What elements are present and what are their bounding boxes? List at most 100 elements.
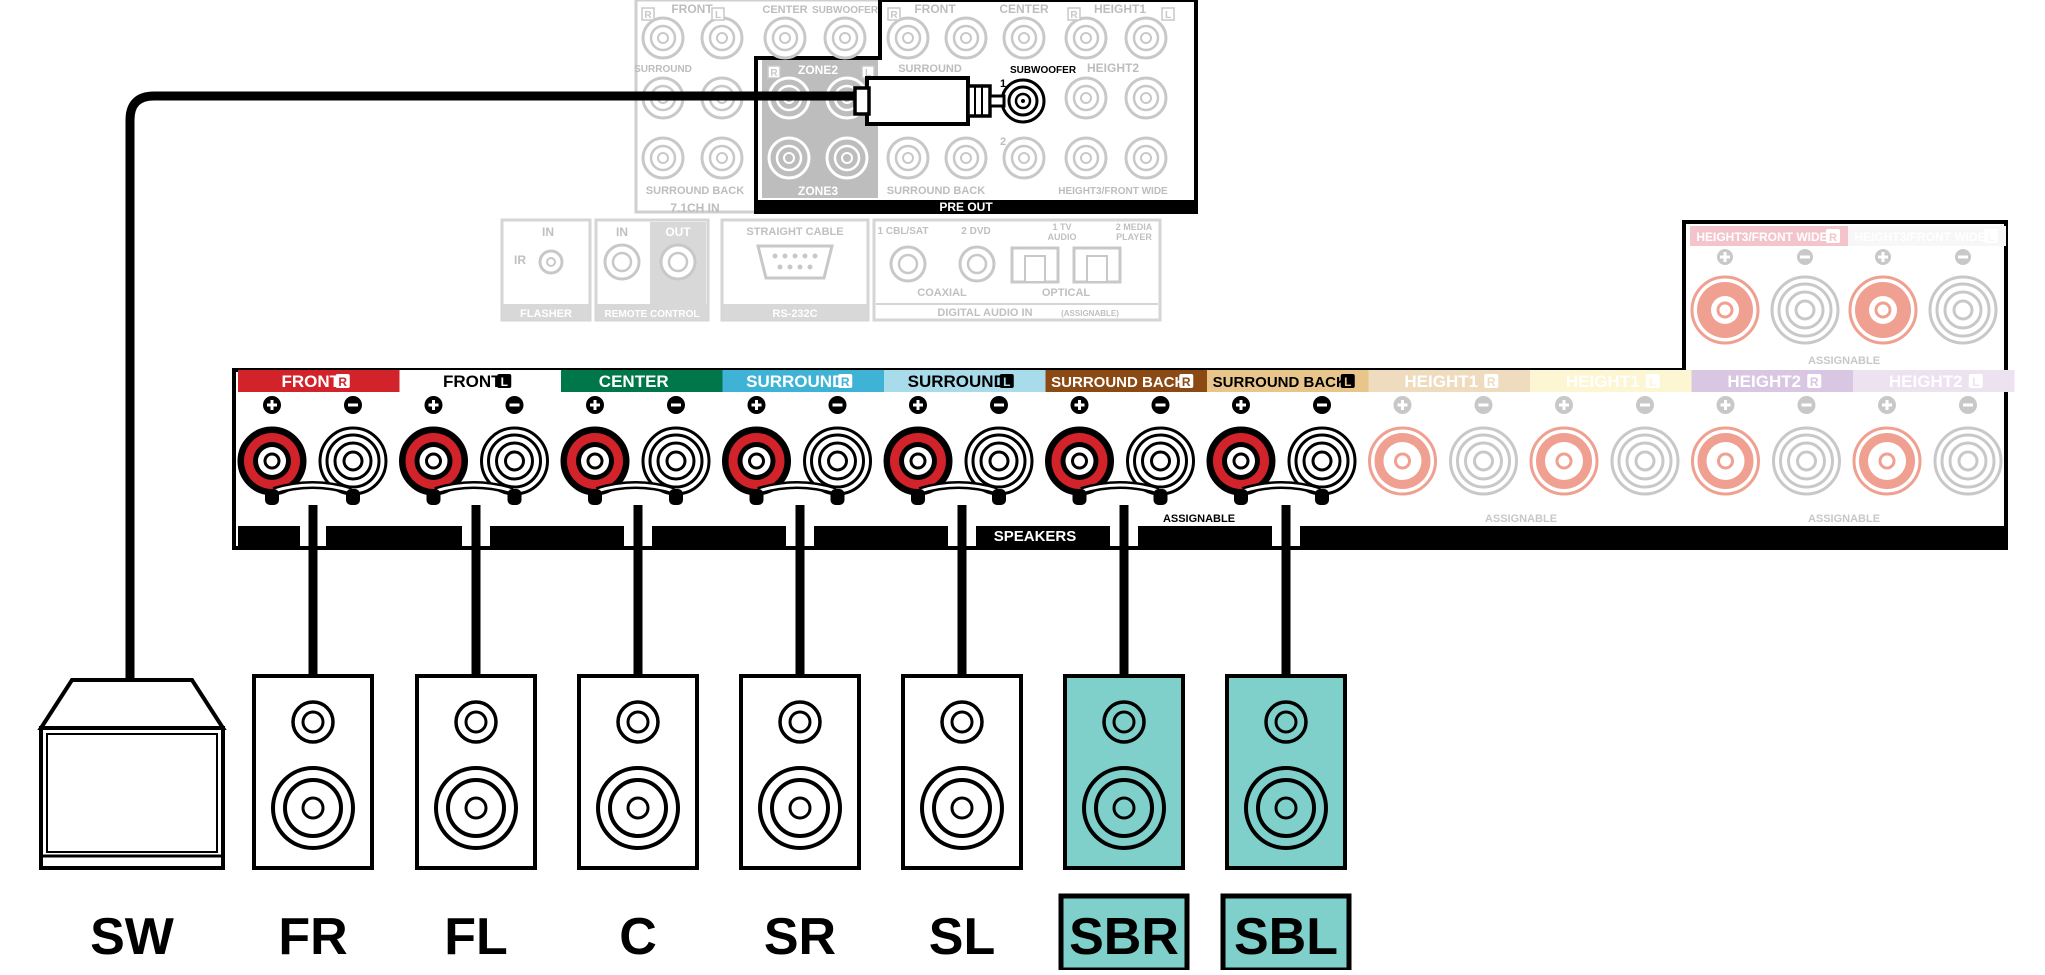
preout-rca-jack xyxy=(1124,76,1168,120)
preout-label: PRE OUT xyxy=(939,200,993,214)
speaker-label-fl: FL xyxy=(444,908,508,966)
preout-side-badge: R xyxy=(767,65,781,79)
speaker-fl xyxy=(415,674,537,870)
zone2-label: ZONE2 xyxy=(798,63,838,77)
terminal-negative-7[interactable] xyxy=(1287,396,1357,496)
rs232c-pins xyxy=(772,253,818,270)
speaker-bar-segment xyxy=(1138,526,1272,546)
terminal-positive-7[interactable] xyxy=(1206,396,1276,496)
terminal-positive-1[interactable] xyxy=(237,396,307,496)
terminal-positive-3[interactable] xyxy=(560,396,630,496)
preout-front-label: FRONT xyxy=(671,2,713,16)
terminal-negative-2[interactable] xyxy=(480,396,549,496)
speaker-fr xyxy=(252,674,374,870)
svg-text:SURROUND: SURROUND xyxy=(746,372,844,391)
optical-port-1-inner xyxy=(1024,255,1046,283)
svg-text:L: L xyxy=(1988,232,1995,244)
coaxial-jack-2-inner xyxy=(966,253,988,275)
svg-text:SURROUND: SURROUND xyxy=(908,372,1006,391)
svg-text:SBL: SBL xyxy=(1234,908,1338,966)
terminal-negative-4[interactable] xyxy=(803,396,872,496)
preout-height2-label: HEIGHT2 xyxy=(1087,61,1139,75)
terminal-negative-8 xyxy=(1449,396,1518,496)
svg-text:SW: SW xyxy=(90,908,175,966)
preout-rca-jack xyxy=(763,16,807,60)
svg-text:HEIGHT2: HEIGHT2 xyxy=(1727,372,1801,391)
svg-text:L: L xyxy=(865,68,871,79)
svg-text:L: L xyxy=(1972,375,1979,389)
terminal-negative-3[interactable] xyxy=(641,396,711,496)
io-panel: IN IR FLASHER IN OUT REMOTE CONTROL STRA… xyxy=(500,218,1162,322)
assignable-label-height3: ASSIGNABLE xyxy=(1808,355,1880,367)
terminal-positive-4[interactable] xyxy=(722,396,791,496)
preout-side-badge: R xyxy=(887,7,901,21)
rs232c-label: RS-232C xyxy=(772,308,817,320)
terminal-positive-9 xyxy=(1529,396,1599,496)
preout-rca-jack xyxy=(641,16,685,60)
terminal-negative-5[interactable] xyxy=(964,396,1034,496)
preout-rca-jack xyxy=(1064,136,1108,180)
svg-text:L: L xyxy=(1649,375,1656,389)
terminal-negative-6[interactable] xyxy=(1126,396,1195,496)
terminal-positive-6[interactable] xyxy=(1045,396,1114,496)
straight-cable-label: STRAIGHT CABLE xyxy=(746,226,843,238)
height3-terminal xyxy=(1848,249,1918,345)
coaxial-jack-1-inner xyxy=(897,253,919,275)
preout-rca-jack xyxy=(641,136,685,180)
preout-71ch-label: 7.1CH IN xyxy=(670,201,719,215)
remote-control-bar xyxy=(596,304,708,320)
speaker-bar-segment xyxy=(326,526,462,546)
tv-audio-label-2: AUDIO xyxy=(1048,232,1077,242)
svg-text:L: L xyxy=(1344,375,1351,389)
terminal-positive-2[interactable] xyxy=(399,396,468,496)
speakers-label: SPEAKERS xyxy=(994,528,1077,545)
preout-rca-jack xyxy=(1002,136,1046,180)
svg-text:SURROUND BACK: SURROUND BACK xyxy=(1213,374,1347,391)
preout-rca-jack xyxy=(944,136,988,180)
terminal-negative-11 xyxy=(1933,396,2003,496)
preout-subwoofer-label: SUBWOOFER xyxy=(812,5,879,16)
preout-rca-jack xyxy=(1124,136,1168,180)
speaker-sw xyxy=(37,678,227,870)
assignable-label-height2: ASSIGNABLE xyxy=(1808,513,1880,525)
rs232c-bar xyxy=(722,304,868,320)
speaker-cables xyxy=(308,505,1291,676)
preout-rca-jack xyxy=(823,16,867,60)
terminal-positive-10 xyxy=(1691,396,1760,496)
rc-in-jack-inner xyxy=(611,251,633,273)
svg-text:SR: SR xyxy=(764,908,836,966)
svg-text:R: R xyxy=(338,375,347,389)
terminal-negative-1[interactable] xyxy=(318,396,388,496)
preout-rca-jack xyxy=(944,16,988,60)
speaker-bar-segment xyxy=(238,526,300,546)
speaker-label-fr: FR xyxy=(278,908,347,966)
terminal-positive-5[interactable] xyxy=(883,396,953,496)
subwoofer-preout-jack[interactable] xyxy=(1000,78,1046,124)
svg-text:FL: FL xyxy=(444,908,508,966)
terminal-wire-link xyxy=(265,481,360,505)
preout-front2-label: FRONT xyxy=(914,2,956,16)
svg-text:CENTER: CENTER xyxy=(599,372,669,391)
preout-surround-back2-label: SURROUND BACK xyxy=(887,185,985,197)
preout-height3-fw-label: HEIGHT3/FRONT WIDE xyxy=(1058,186,1168,197)
height3-terminal xyxy=(1770,249,1840,345)
terminal-wire-link xyxy=(1072,481,1168,505)
ir-label: IR xyxy=(514,253,526,267)
preout-rca-jack xyxy=(886,16,930,60)
subwoofer-cable xyxy=(125,91,855,678)
preout-surround-label: SURROUND xyxy=(634,64,692,75)
terminal-wire-link xyxy=(911,481,1006,505)
speaker-c xyxy=(577,674,699,870)
height3-terminal xyxy=(1690,249,1760,345)
svg-text:L: L xyxy=(501,375,508,389)
preout-side-badge: L xyxy=(711,7,725,21)
speaker-bar-segment xyxy=(814,526,948,546)
